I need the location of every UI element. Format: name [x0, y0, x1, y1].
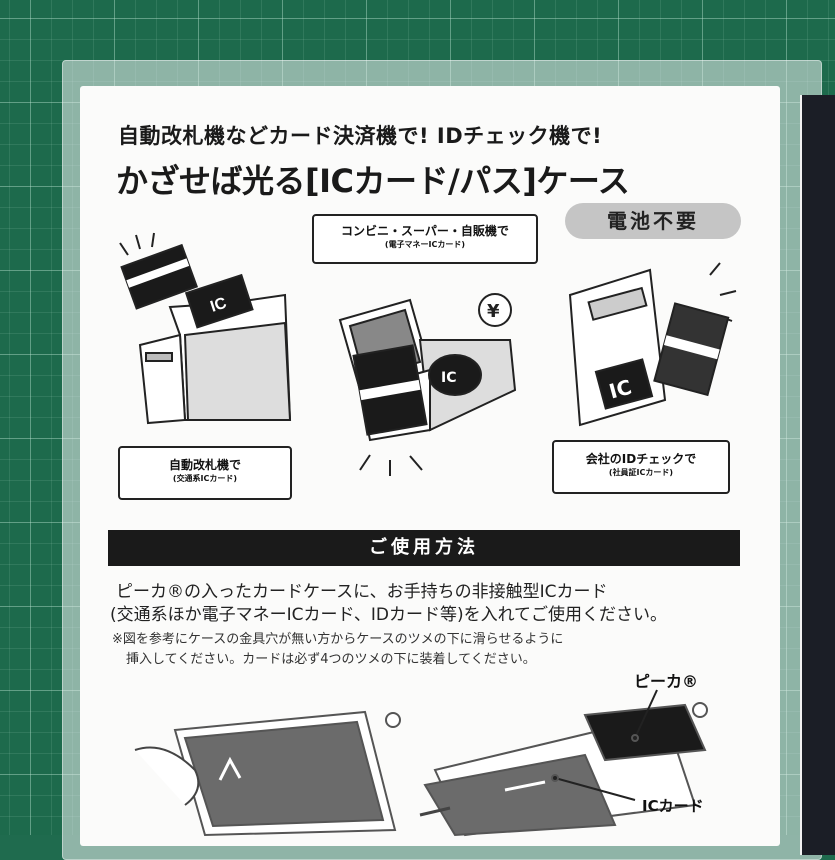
gate-bubble-line1: 自動改札機で [168, 458, 241, 472]
usage-note-line2: 挿入してください。カードは必ず4つのツメの下に装着してください。 [126, 652, 536, 667]
ticket-gate-illustration: IC [119, 232, 292, 425]
conbini-bubble-line2: (電子マネーICカード) [384, 240, 466, 249]
gate-speech-bubble: 自動改札機で (交通系ICカード) [118, 446, 292, 500]
id-speech-bubble: 会社のIDチェックで (社員証ICカード) [552, 440, 730, 494]
package-title: かざせば光る[ICカード/パス]ケース [116, 162, 630, 200]
conbini-speech-bubble: コンビニ・スーパー・自販機で (電子マネーICカード) [312, 214, 538, 264]
id-bubble-line1: 会社のIDチェックで [585, 452, 697, 466]
ic-card-mark: IC [208, 295, 229, 316]
svg-text:IC: IC [441, 370, 456, 386]
usage-heading-bar: ご使用方法 [108, 530, 740, 566]
battery-free-badge: 電池不要 [565, 203, 741, 239]
package-subtitle: 自動改札機などカード決済機で! IDチェック機で! [118, 124, 603, 148]
label-ic-card: ICカード [642, 797, 704, 815]
second-package-edge [800, 95, 835, 855]
usage-body-line2: (交通系ほか電子マネーICカード、IDカード等)を入れてご使用ください。 [110, 605, 668, 625]
label-pika: ピーカ® [634, 672, 699, 691]
conbini-bubble-line1: コンビニ・スーパー・自販機で [341, 224, 509, 238]
id-terminal-illustration: IC [568, 262, 737, 427]
yen-mark: ¥ [487, 301, 500, 322]
gate-bubble-line2: (交通系ICカード) [172, 474, 238, 483]
usage-note-line1: ※図を参考にケースの金具穴が無い方からケースのツメの下に滑らせるように [112, 632, 564, 647]
usage-body-line1: ピーカ®の入ったカードケースに、お手持ちの非接触型ICカード [116, 582, 608, 602]
id-bubble-line2: (社員証ICカード) [608, 468, 674, 477]
register-illustration: ¥ IC [338, 293, 517, 476]
insertion-diagram [134, 689, 708, 837]
